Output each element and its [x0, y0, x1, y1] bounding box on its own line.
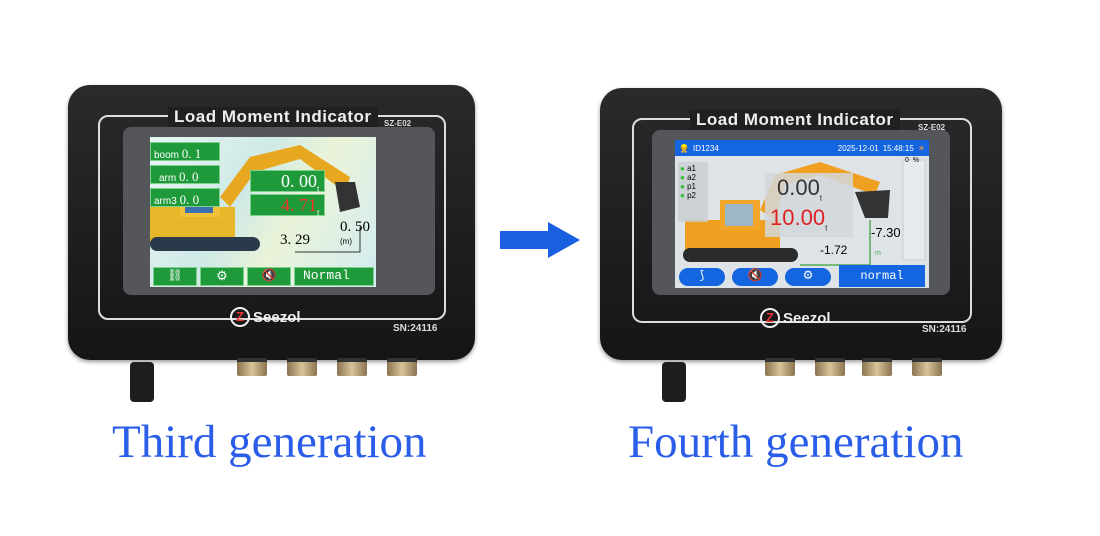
fourth-generation-caption: Fourth generation — [628, 416, 964, 468]
connector — [237, 358, 267, 376]
percent-readout: 0 % — [905, 157, 920, 164]
sensor-p2: ● p2 — [680, 191, 696, 200]
unit-m: m — [875, 250, 881, 257]
settings-button[interactable]: ⚙ — [785, 268, 831, 286]
third-generation-caption: Third generation — [112, 416, 427, 468]
radius-value: -1.72 — [820, 243, 848, 257]
height-value: 0. 50 — [340, 219, 370, 235]
status-panel: normal — [839, 265, 925, 287]
third-gen-screen: boom 0. 1 arm 0. 0 arm3 0. 0 0. 00t 4. 7… — [150, 137, 376, 287]
sensor-list: ● a1 ● a2 ● p1 ● p2 — [678, 162, 708, 222]
link-button[interactable]: ⛓ — [153, 267, 197, 286]
load-panel: 0.00t 10.00t — [765, 173, 853, 237]
cable-gland — [130, 362, 154, 402]
arm-angle-panel: arm 0. 0 — [150, 165, 220, 184]
mute-button[interactable]: 🔇 — [247, 267, 291, 286]
unit-m: (m) — [340, 237, 352, 246]
third-gen-device: Load Moment Indicator SZ-E02 boom 0. 1 a… — [68, 85, 475, 360]
connector — [815, 358, 845, 376]
sensor-p1: ● p1 — [680, 182, 696, 191]
connector — [387, 358, 417, 376]
sensor-a1: ● a1 — [680, 164, 696, 173]
cable-gland — [662, 362, 686, 402]
status-panel: Normal — [294, 267, 374, 286]
user-icon: 👷 — [679, 143, 689, 153]
load-panel: 0. 00t — [250, 170, 325, 194]
rated-load-panel: 4. 71t — [250, 194, 325, 218]
radius-value: 3. 29 — [280, 232, 310, 248]
height-value: -7.30 — [871, 225, 901, 240]
load-value: 0.00t — [777, 175, 823, 203]
connector — [765, 358, 795, 376]
arrow-right-icon — [500, 222, 580, 258]
model-label: SZ-E02 — [384, 119, 412, 128]
mute-button[interactable]: 🔇 — [732, 268, 778, 286]
sun-icon: ☀ — [917, 143, 925, 153]
device-title: Load Moment Indicator — [690, 110, 900, 130]
connector — [912, 358, 942, 376]
device-title: Load Moment Indicator — [168, 107, 378, 127]
settings-button[interactable]: ⚙ — [200, 267, 244, 286]
arm3-angle-panel: arm3 0. 0 — [150, 188, 220, 207]
sensor-a2: ● a2 — [680, 173, 696, 182]
serial-number: SN:24116 — [922, 324, 967, 335]
model-label: SZ-E02 — [918, 123, 946, 132]
route-button[interactable]: ⟆ — [679, 268, 725, 286]
rated-load-value: 10.00t — [770, 205, 828, 233]
connector — [287, 358, 317, 376]
serial-number: SN:24116 — [393, 323, 438, 334]
fourth-gen-device: Load Moment Indicator SZ-E02 👷ID1234 202… — [600, 88, 1002, 360]
connector — [862, 358, 892, 376]
connector — [337, 358, 367, 376]
boom-angle-panel: boom 0. 1 — [150, 142, 220, 161]
